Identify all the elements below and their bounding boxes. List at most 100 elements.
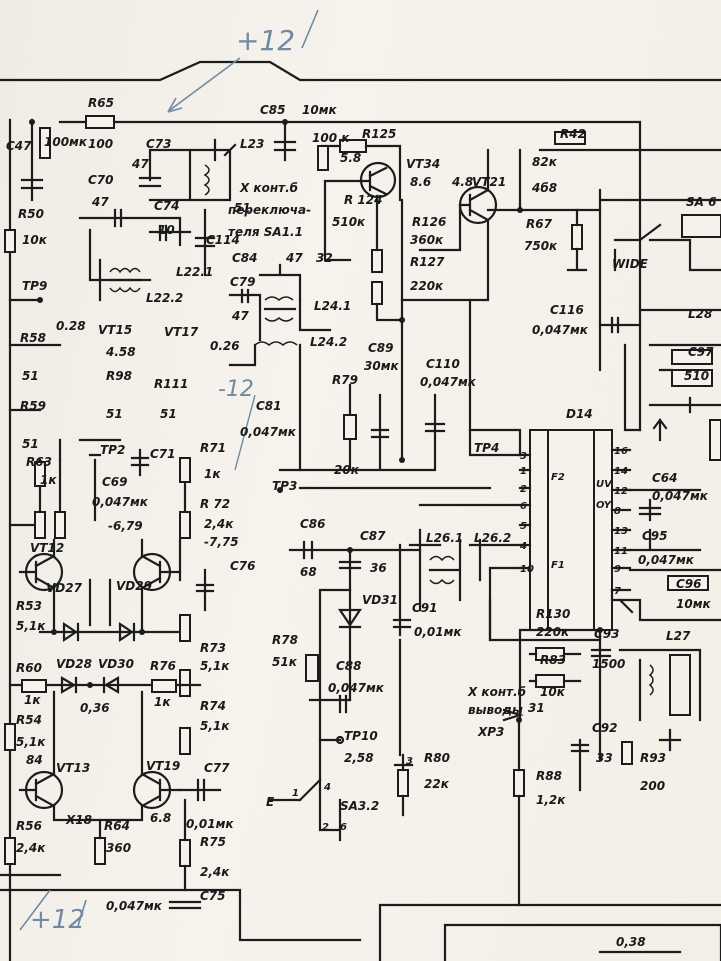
label-r20: 20к	[334, 463, 360, 477]
label-r58v: 51	[22, 369, 39, 383]
label-vt21: VT21	[472, 175, 506, 189]
label-c116: C116	[550, 303, 584, 317]
label-r54v: 5,1к	[16, 735, 46, 749]
label-v31: 31	[528, 701, 545, 715]
label-c81: C81	[256, 399, 282, 413]
label-r127: R127	[410, 255, 445, 269]
label-r80: R80	[424, 751, 450, 765]
pin-left-6: 6	[520, 501, 527, 512]
label-vt12: VT12	[30, 541, 64, 555]
label-r98v: 51	[106, 407, 123, 421]
label-c88v: 0,047мк	[328, 681, 385, 695]
label-l27: L27	[666, 629, 691, 643]
label-r76v: 1к	[154, 695, 171, 709]
label-r75v: 2,4к	[200, 865, 230, 879]
label-vt34v: 8.6	[410, 175, 431, 189]
label-c91v: 0,01мк	[414, 625, 462, 639]
label-d14: D14	[566, 407, 593, 421]
label-c116v: 0,047мк	[532, 323, 589, 337]
label-c71: C71	[150, 447, 176, 461]
label-r42v1: 82к	[532, 155, 558, 169]
label-c84: C84	[232, 251, 258, 265]
label-r111v: 51	[160, 407, 177, 421]
label-c70: C70	[88, 173, 114, 187]
label-c79: C79	[230, 275, 256, 289]
label-r72: R 72	[200, 497, 230, 511]
label-r79: R79	[332, 373, 358, 387]
label-r53: R53	[16, 599, 42, 613]
label-r74v: 5,1к	[200, 719, 230, 733]
label-c77: C77	[204, 761, 230, 775]
label-r83: R83	[540, 653, 566, 667]
label-vt13: VT13	[56, 761, 90, 775]
ic-block-oy: OY	[596, 500, 613, 511]
label-c95: C95	[642, 529, 668, 543]
label-l261: L26.1	[426, 531, 463, 545]
label-r58: R58	[20, 331, 46, 345]
label-r130: R130	[536, 607, 570, 621]
pin-right-11: 11	[614, 546, 628, 557]
label-c96v: 10мк	[676, 597, 712, 611]
label-v26: 0.26	[210, 339, 240, 353]
ic-block-uv: UV	[596, 479, 613, 490]
label-v258: 2,58	[344, 751, 374, 765]
label-r63: R63	[26, 455, 52, 469]
label-tp2: TP2	[100, 443, 125, 457]
pin-right-12: 12	[614, 486, 628, 497]
label-r93v: 200	[640, 779, 665, 793]
label-tp4: TP4	[474, 441, 499, 455]
label-r124: R 124	[344, 193, 382, 207]
label-c91: C91	[412, 601, 438, 615]
label-r64v: 360	[106, 841, 131, 855]
label-r111: R111	[154, 377, 188, 391]
label-c70v: 47	[91, 195, 109, 209]
label-vt17: VT17	[164, 325, 199, 339]
pin-left-3: 3	[520, 451, 527, 462]
label-vd29: VD29	[116, 579, 152, 593]
label-r126: R126	[412, 215, 446, 229]
label-c89: C89	[368, 341, 394, 355]
label-r71v: 1к	[204, 467, 221, 481]
ic-block-f2: F2	[551, 472, 565, 483]
label-c93: C93	[594, 627, 620, 641]
label-v679: -6,79	[108, 519, 143, 533]
label-c47v: 100мк	[44, 135, 88, 149]
label-c88: C88	[336, 659, 362, 673]
label-c79v: 47	[231, 309, 249, 323]
label-vt15: VT15	[98, 323, 132, 337]
label-v84: 84	[26, 753, 43, 767]
label-c87v: 36	[370, 561, 387, 575]
label-vd30: VD30	[98, 657, 134, 671]
label-r67v: 750к	[524, 239, 558, 253]
label-l242: L24.2	[310, 335, 347, 349]
label-c74: C74	[154, 199, 180, 213]
label-c92: C92	[592, 721, 618, 735]
label-r56: R56	[16, 819, 42, 833]
label-v68: 6.8	[150, 811, 171, 825]
ic-block-labels: F2 F1 UV OY	[551, 472, 613, 571]
pin-right-7: 7	[614, 586, 621, 597]
label-r53v: 5,1к	[16, 619, 46, 633]
label-v038: 0,38	[616, 935, 646, 949]
label-c75: C75	[200, 889, 226, 903]
label-r65: R65	[88, 96, 114, 110]
label-l222: L22.2	[146, 291, 183, 305]
switch-label-4: 4	[323, 782, 331, 793]
label-c76: C76	[230, 559, 256, 573]
label-c114v: 51	[234, 201, 251, 215]
pin-right-16: 16	[614, 446, 628, 457]
label-r83v: 10к	[540, 685, 566, 699]
annotation-plus12-top: +12	[236, 24, 295, 57]
label-sa32: SA3.2	[340, 799, 379, 813]
label-r130v: 220к	[536, 625, 570, 639]
label-c86v: 68	[300, 565, 317, 579]
label-l241: L24.1	[314, 299, 351, 313]
label-r98: R98	[106, 369, 132, 383]
label-r80v: 22к	[424, 777, 450, 791]
pin-left-1: 1	[520, 466, 527, 477]
label-r75: R75	[200, 835, 226, 849]
label-c84v: 47	[285, 251, 303, 265]
label-c87: C87	[360, 529, 386, 543]
